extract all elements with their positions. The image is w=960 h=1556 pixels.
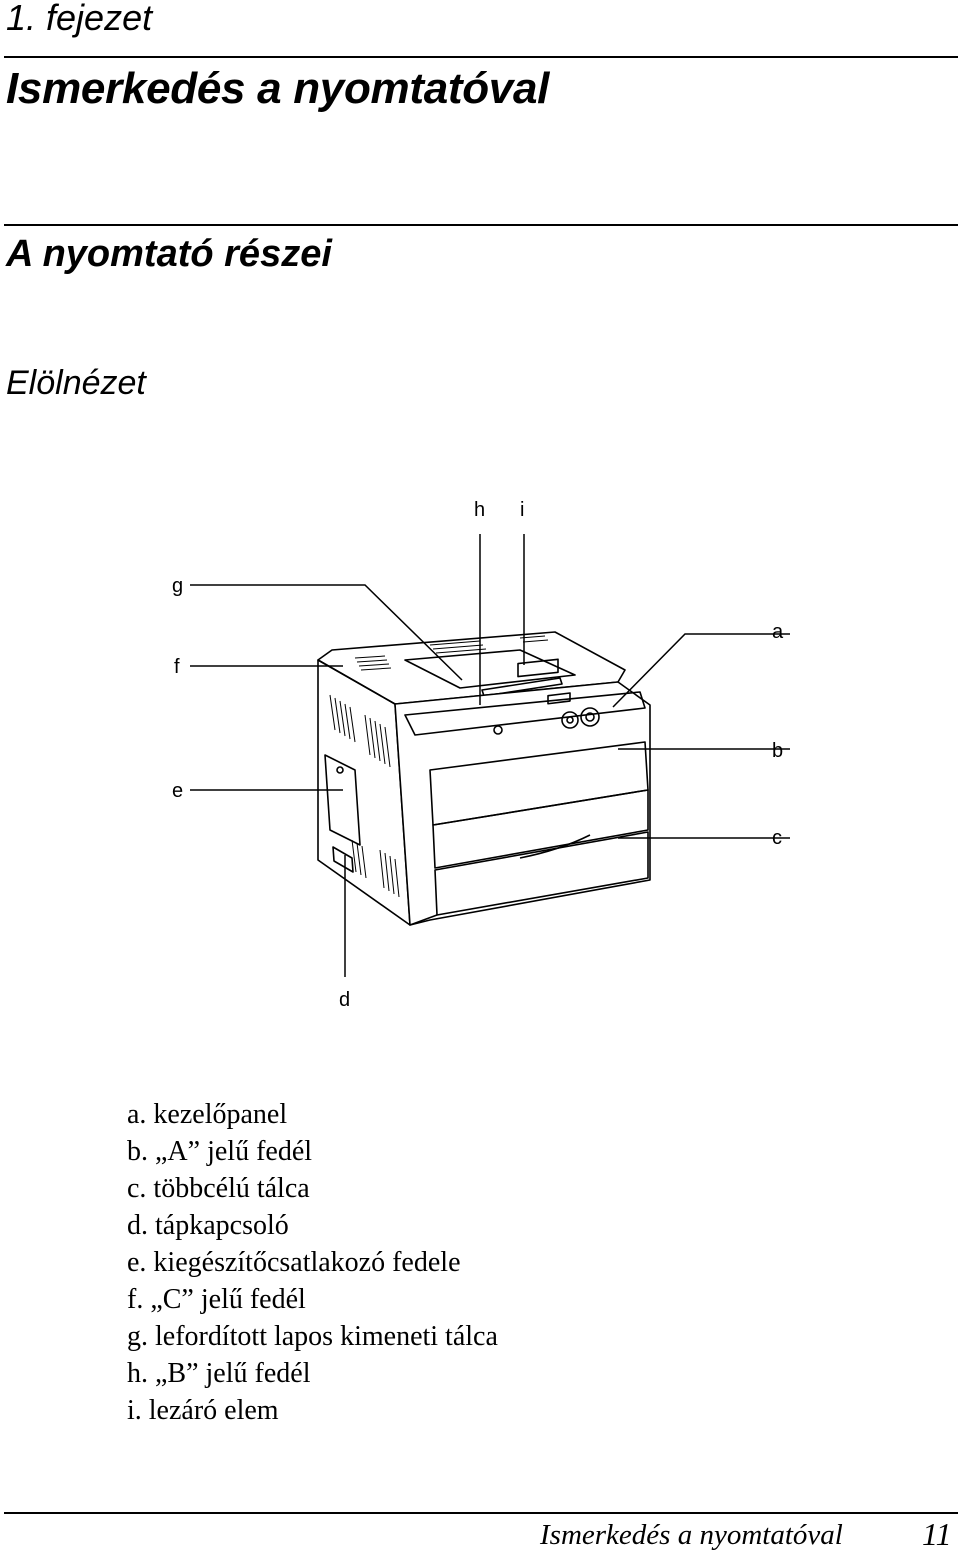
section-rule	[4, 224, 958, 226]
legend-item-a: a. kezelőpanel	[127, 1099, 288, 1130]
legend-item-d: d. tápkapcsoló	[127, 1210, 289, 1241]
legend-item-e: e. kiegészítőcsatlakozó fedele	[127, 1247, 461, 1278]
callout-b: b	[772, 740, 783, 762]
callout-leaders	[190, 534, 790, 977]
legend-item-h: h. „B” jelű fedél	[127, 1358, 311, 1389]
callout-a: a	[772, 621, 784, 643]
subsection-heading: Elölnézet	[6, 364, 146, 402]
section-heading: A nyomtató részei	[6, 233, 332, 275]
footer-rule	[4, 1512, 958, 1514]
page-title: Ismerkedés a nyomtatóval	[6, 64, 550, 113]
chapter-label: 1. fejezet	[6, 0, 153, 38]
parts-legend: a. kezelőpanel b. „A” jelű fedél c. több…	[127, 1096, 498, 1429]
callout-d: d	[339, 989, 350, 1011]
callout-e: e	[172, 780, 183, 802]
callout-h: h	[474, 499, 485, 521]
printer-illustration	[317, 631, 651, 926]
legend-item-g: g. lefordított lapos kimeneti tálca	[127, 1321, 498, 1352]
callout-g: g	[172, 575, 183, 597]
legend-item-i: i. lezáró elem	[127, 1395, 279, 1426]
callout-c: c	[772, 827, 782, 849]
legend-item-f: f. „C” jelű fedél	[127, 1284, 306, 1315]
legend-item-c: c. többcélú tálca	[127, 1173, 310, 1204]
page-number: 11	[922, 1516, 952, 1552]
printer-front-view-figure: h i g a f b e c d	[172, 499, 790, 1011]
legend-item-b: b. „A” jelű fedél	[127, 1136, 313, 1167]
footer-title: Ismerkedés a nyomtatóval	[540, 1519, 843, 1551]
callout-f: f	[174, 656, 180, 678]
callout-i: i	[520, 499, 524, 521]
title-rule	[4, 56, 958, 58]
